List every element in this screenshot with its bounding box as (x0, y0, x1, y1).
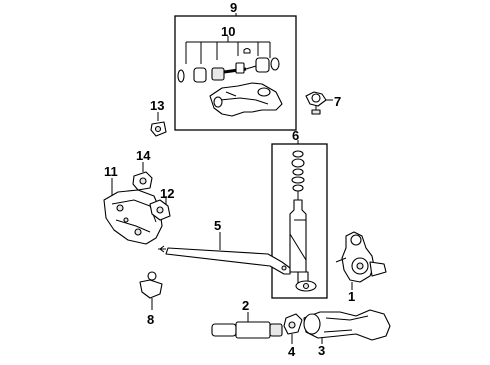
callout-9: 9 (230, 0, 237, 15)
callout-12: 12 (160, 186, 174, 201)
tie-rod-sleeve (211, 312, 283, 339)
callout-10: 10 (221, 24, 235, 39)
callout-4: 4 (288, 344, 296, 359)
steering-knuckle (335, 231, 387, 290)
clip-icon (243, 48, 251, 54)
bump-stop (150, 112, 167, 137)
upper-arm-shaft (177, 57, 280, 83)
radius-arm (158, 232, 291, 275)
upper-ball-joint (305, 91, 333, 115)
sleeve-clamp (283, 313, 303, 344)
callout-14: 14 (136, 148, 151, 163)
shock-bushing-stack (291, 150, 305, 200)
upper-control-arm-group (174, 13, 297, 131)
radius-arm-bracket (132, 162, 153, 191)
lower-arm-axle (303, 309, 391, 344)
callout-8: 8 (147, 312, 154, 327)
callout-3: 3 (318, 343, 325, 358)
callout-6: 6 (292, 128, 299, 143)
callout-13: 13 (150, 98, 164, 113)
callout-5: 5 (214, 218, 221, 233)
shock-group-frame (271, 143, 328, 299)
callout-1: 1 (348, 289, 355, 304)
callout-2: 2 (242, 298, 249, 313)
shock-absorber-group (271, 140, 328, 299)
lower-ball-joint (139, 271, 163, 310)
callout-7: 7 (334, 94, 341, 109)
frame-mounting-bracket (103, 178, 163, 245)
radius-arm-bushing (149, 196, 171, 221)
callout-11: 11 (104, 164, 118, 179)
shock-absorber (289, 199, 307, 273)
